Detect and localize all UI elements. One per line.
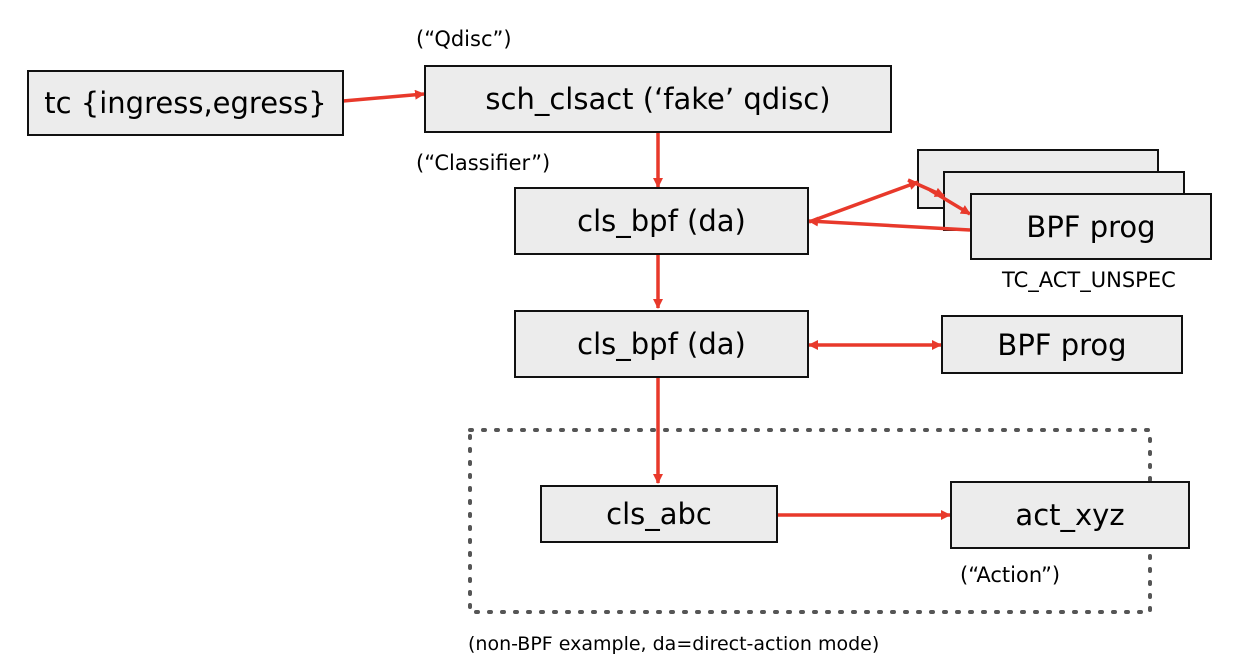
- classifier-label: (“Classifier”): [416, 151, 551, 175]
- act-xyz-box: act_xyz: [950, 481, 1190, 549]
- qdisc-label: (“Qdisc”): [416, 27, 512, 51]
- sch-clsact-box: sch_clsact (‘fake’ qdisc): [424, 65, 892, 133]
- bpf-prog-box-2: BPF prog: [941, 315, 1183, 374]
- cls-bpf-box-2: cls_bpf (da): [514, 310, 809, 378]
- tc-act-unspec-label: TC_ACT_UNSPEC: [1002, 268, 1176, 292]
- action-label: (“Action”): [960, 563, 1061, 587]
- cls-abc-box: cls_abc: [540, 485, 778, 543]
- arrow-clsbpf1-to-stack-back: [808, 180, 919, 224]
- footnote-label: (non-BPF example, da=direct-action mode): [468, 633, 880, 655]
- arrow-tc-to-clsact: [342, 89, 425, 103]
- bpf-prog-box-front: BPF prog: [970, 193, 1212, 260]
- tc-ingress-egress-box: tc {ingress,egress}: [27, 70, 344, 136]
- arrow-stack-fan-b: [929, 188, 971, 216]
- arrow-stack-return: [808, 216, 971, 232]
- cls-bpf-box-1: cls_bpf (da): [514, 187, 809, 255]
